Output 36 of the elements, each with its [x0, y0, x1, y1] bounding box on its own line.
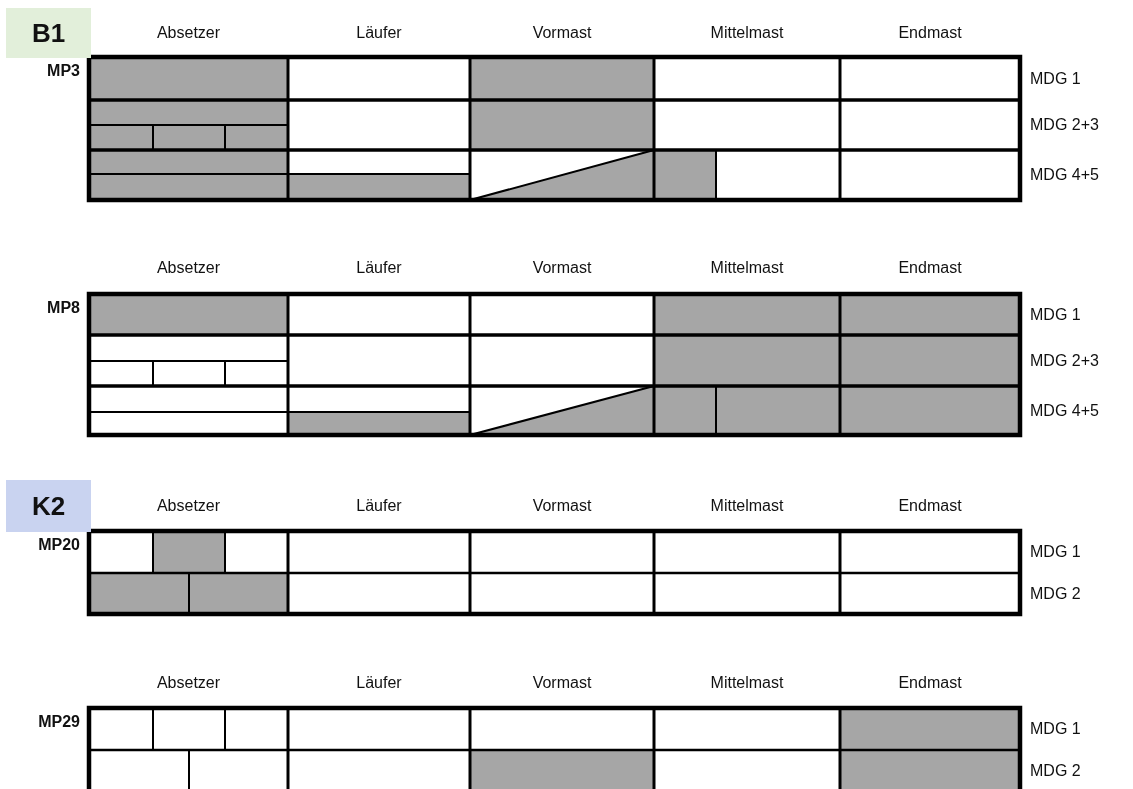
column-header: Läufer: [356, 496, 402, 516]
row-group-label: MP20: [38, 535, 80, 555]
column-header: Vormast: [532, 673, 592, 693]
column-header: Absetzer: [156, 673, 221, 693]
column-header: Endmast: [898, 673, 962, 693]
column-header: Endmast: [898, 496, 962, 516]
column-header: Mittelmast: [710, 496, 784, 516]
row-label: MDG 1: [1030, 304, 1081, 325]
row-group-label: MP29: [38, 712, 80, 732]
column-header: Absetzer: [156, 258, 221, 278]
column-header: Mittelmast: [710, 673, 784, 693]
row-label: MDG 1: [1030, 719, 1081, 739]
column-header: Läufer: [356, 23, 402, 43]
column-header: Mittelmast: [710, 258, 784, 278]
column-header: Läufer: [356, 258, 402, 278]
row-label: MDG 4+5: [1030, 165, 1099, 185]
column-header: Vormast: [532, 23, 592, 43]
row-label: MDG 1: [1030, 68, 1081, 89]
row-label: MDG 2+3: [1030, 115, 1099, 135]
row-label: MDG 4+5: [1030, 400, 1099, 421]
row-label: MDG 2: [1030, 583, 1081, 604]
row-label: MDG 2: [1030, 761, 1081, 781]
column-header: Endmast: [898, 258, 962, 278]
section-badge: B1: [6, 8, 91, 58]
column-header: Endmast: [898, 23, 962, 43]
column-header: Vormast: [532, 258, 592, 278]
column-header: Absetzer: [156, 496, 221, 516]
column-header: Läufer: [356, 673, 402, 693]
section-badge: K2: [6, 480, 91, 532]
row-label: MDG 2+3: [1030, 350, 1099, 371]
column-header: Vormast: [532, 496, 592, 516]
row-group-label: MP3: [47, 61, 80, 81]
column-header: Absetzer: [156, 23, 221, 43]
row-label: MDG 1: [1030, 542, 1081, 562]
column-header: Mittelmast: [710, 23, 784, 43]
row-group-label: MP8: [47, 298, 80, 318]
